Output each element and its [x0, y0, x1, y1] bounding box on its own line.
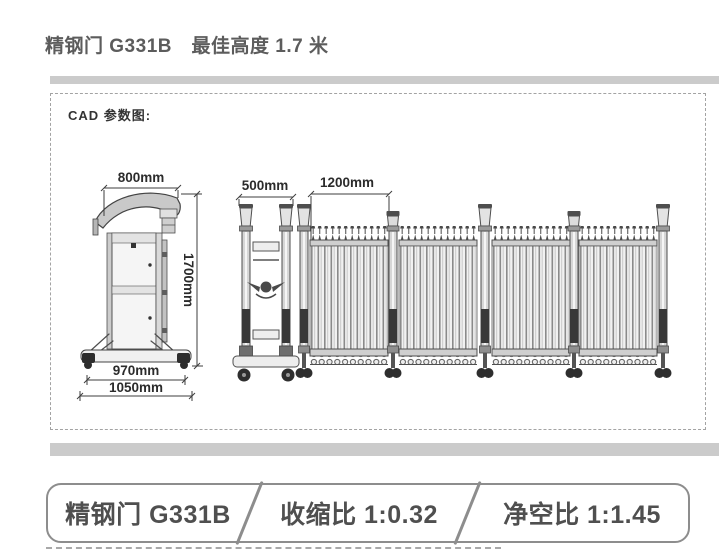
separator-slash — [453, 480, 482, 546]
dimension-lines — [76, 184, 393, 401]
dim-800-label: 800mm — [118, 170, 165, 185]
gate-front-head — [232, 203, 300, 382]
spec-shrink-ratio: 收缩比 1:0.32 — [280, 501, 438, 529]
spec-model: 精钢门 G331B — [65, 501, 231, 529]
canopy — [94, 192, 181, 229]
dimension-1050 — [76, 391, 196, 401]
head-emblem — [247, 281, 285, 299]
dimension-1200 — [307, 190, 393, 240]
dimension-800 — [100, 184, 182, 216]
cad-parameter-panel: CAD 参数图: — [50, 93, 706, 430]
dimension-500 — [235, 193, 297, 206]
cad-diagram-svg: 800mm 1700mm 970mm 1050mm 500mm 1200mm — [76, 170, 672, 401]
dim-1700-label: 1700mm — [181, 253, 196, 307]
bottom-divider-bar — [50, 443, 719, 456]
spec-ratio-bar: 精钢门 G331B 收缩比 1:0.32 净空比 1:1.45 — [46, 480, 690, 546]
gate-side-view — [80, 192, 192, 369]
dim-1200-label: 1200mm — [320, 175, 374, 190]
dimension-1700 — [181, 190, 203, 370]
dimension-labels: 800mm 1700mm 970mm 1050mm 500mm 1200mm — [109, 170, 374, 395]
cad-panel-label: CAD 参数图: — [68, 108, 152, 123]
dimension-970 — [83, 375, 189, 385]
separator-slash — [235, 480, 264, 546]
spec-clearance-ratio: 净空比 1:1.45 — [503, 501, 661, 529]
top-divider-bar — [50, 76, 719, 84]
next-section-dashed-edge — [46, 547, 501, 549]
dim-500-label: 500mm — [242, 178, 289, 193]
page-title: 精钢门 G331B 最佳高度 1.7 米 — [45, 36, 329, 57]
dim-970-label: 970mm — [113, 363, 160, 378]
dim-1050-label: 1050mm — [109, 380, 163, 395]
